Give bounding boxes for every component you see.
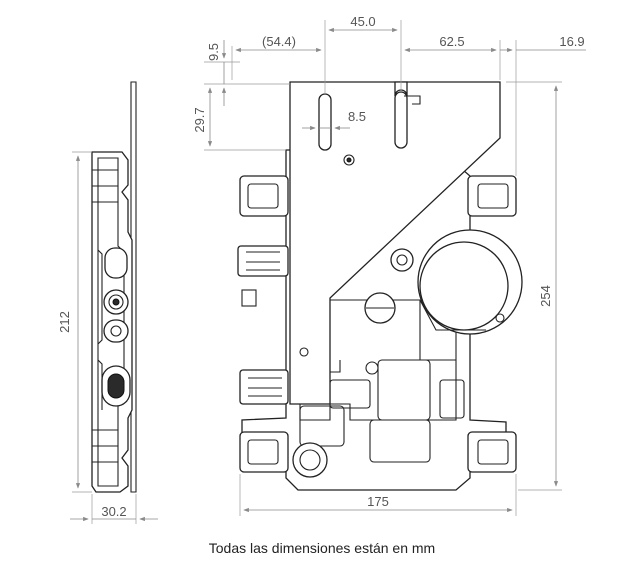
dim-16-9-label: 16.9 xyxy=(559,34,584,49)
front-view-dimensions: 45.0 (54.4) 62.5 16.9 9.5 29.7 8.5 254 xyxy=(192,14,586,516)
dim-175-label: 175 xyxy=(367,494,389,509)
side-view-dimensions: 212 30.2 xyxy=(57,151,158,524)
dim-45-label: 45.0 xyxy=(350,14,375,29)
front-view xyxy=(237,81,523,491)
dim-9-5-label: 9.5 xyxy=(206,43,221,61)
dim-254-label: 254 xyxy=(538,285,553,307)
dim-30-2-label: 30.2 xyxy=(101,504,126,519)
dim-212-label: 212 xyxy=(57,311,72,333)
dim-54-4-label: (54.4) xyxy=(262,34,296,49)
drawing-caption: Todas las dimensiones están en mm xyxy=(208,540,436,556)
dim-29-7-label: 29.7 xyxy=(192,107,207,132)
dim-8-5-label: 8.5 xyxy=(348,109,366,124)
dim-62-5-label: 62.5 xyxy=(439,34,464,49)
side-view xyxy=(91,81,137,493)
